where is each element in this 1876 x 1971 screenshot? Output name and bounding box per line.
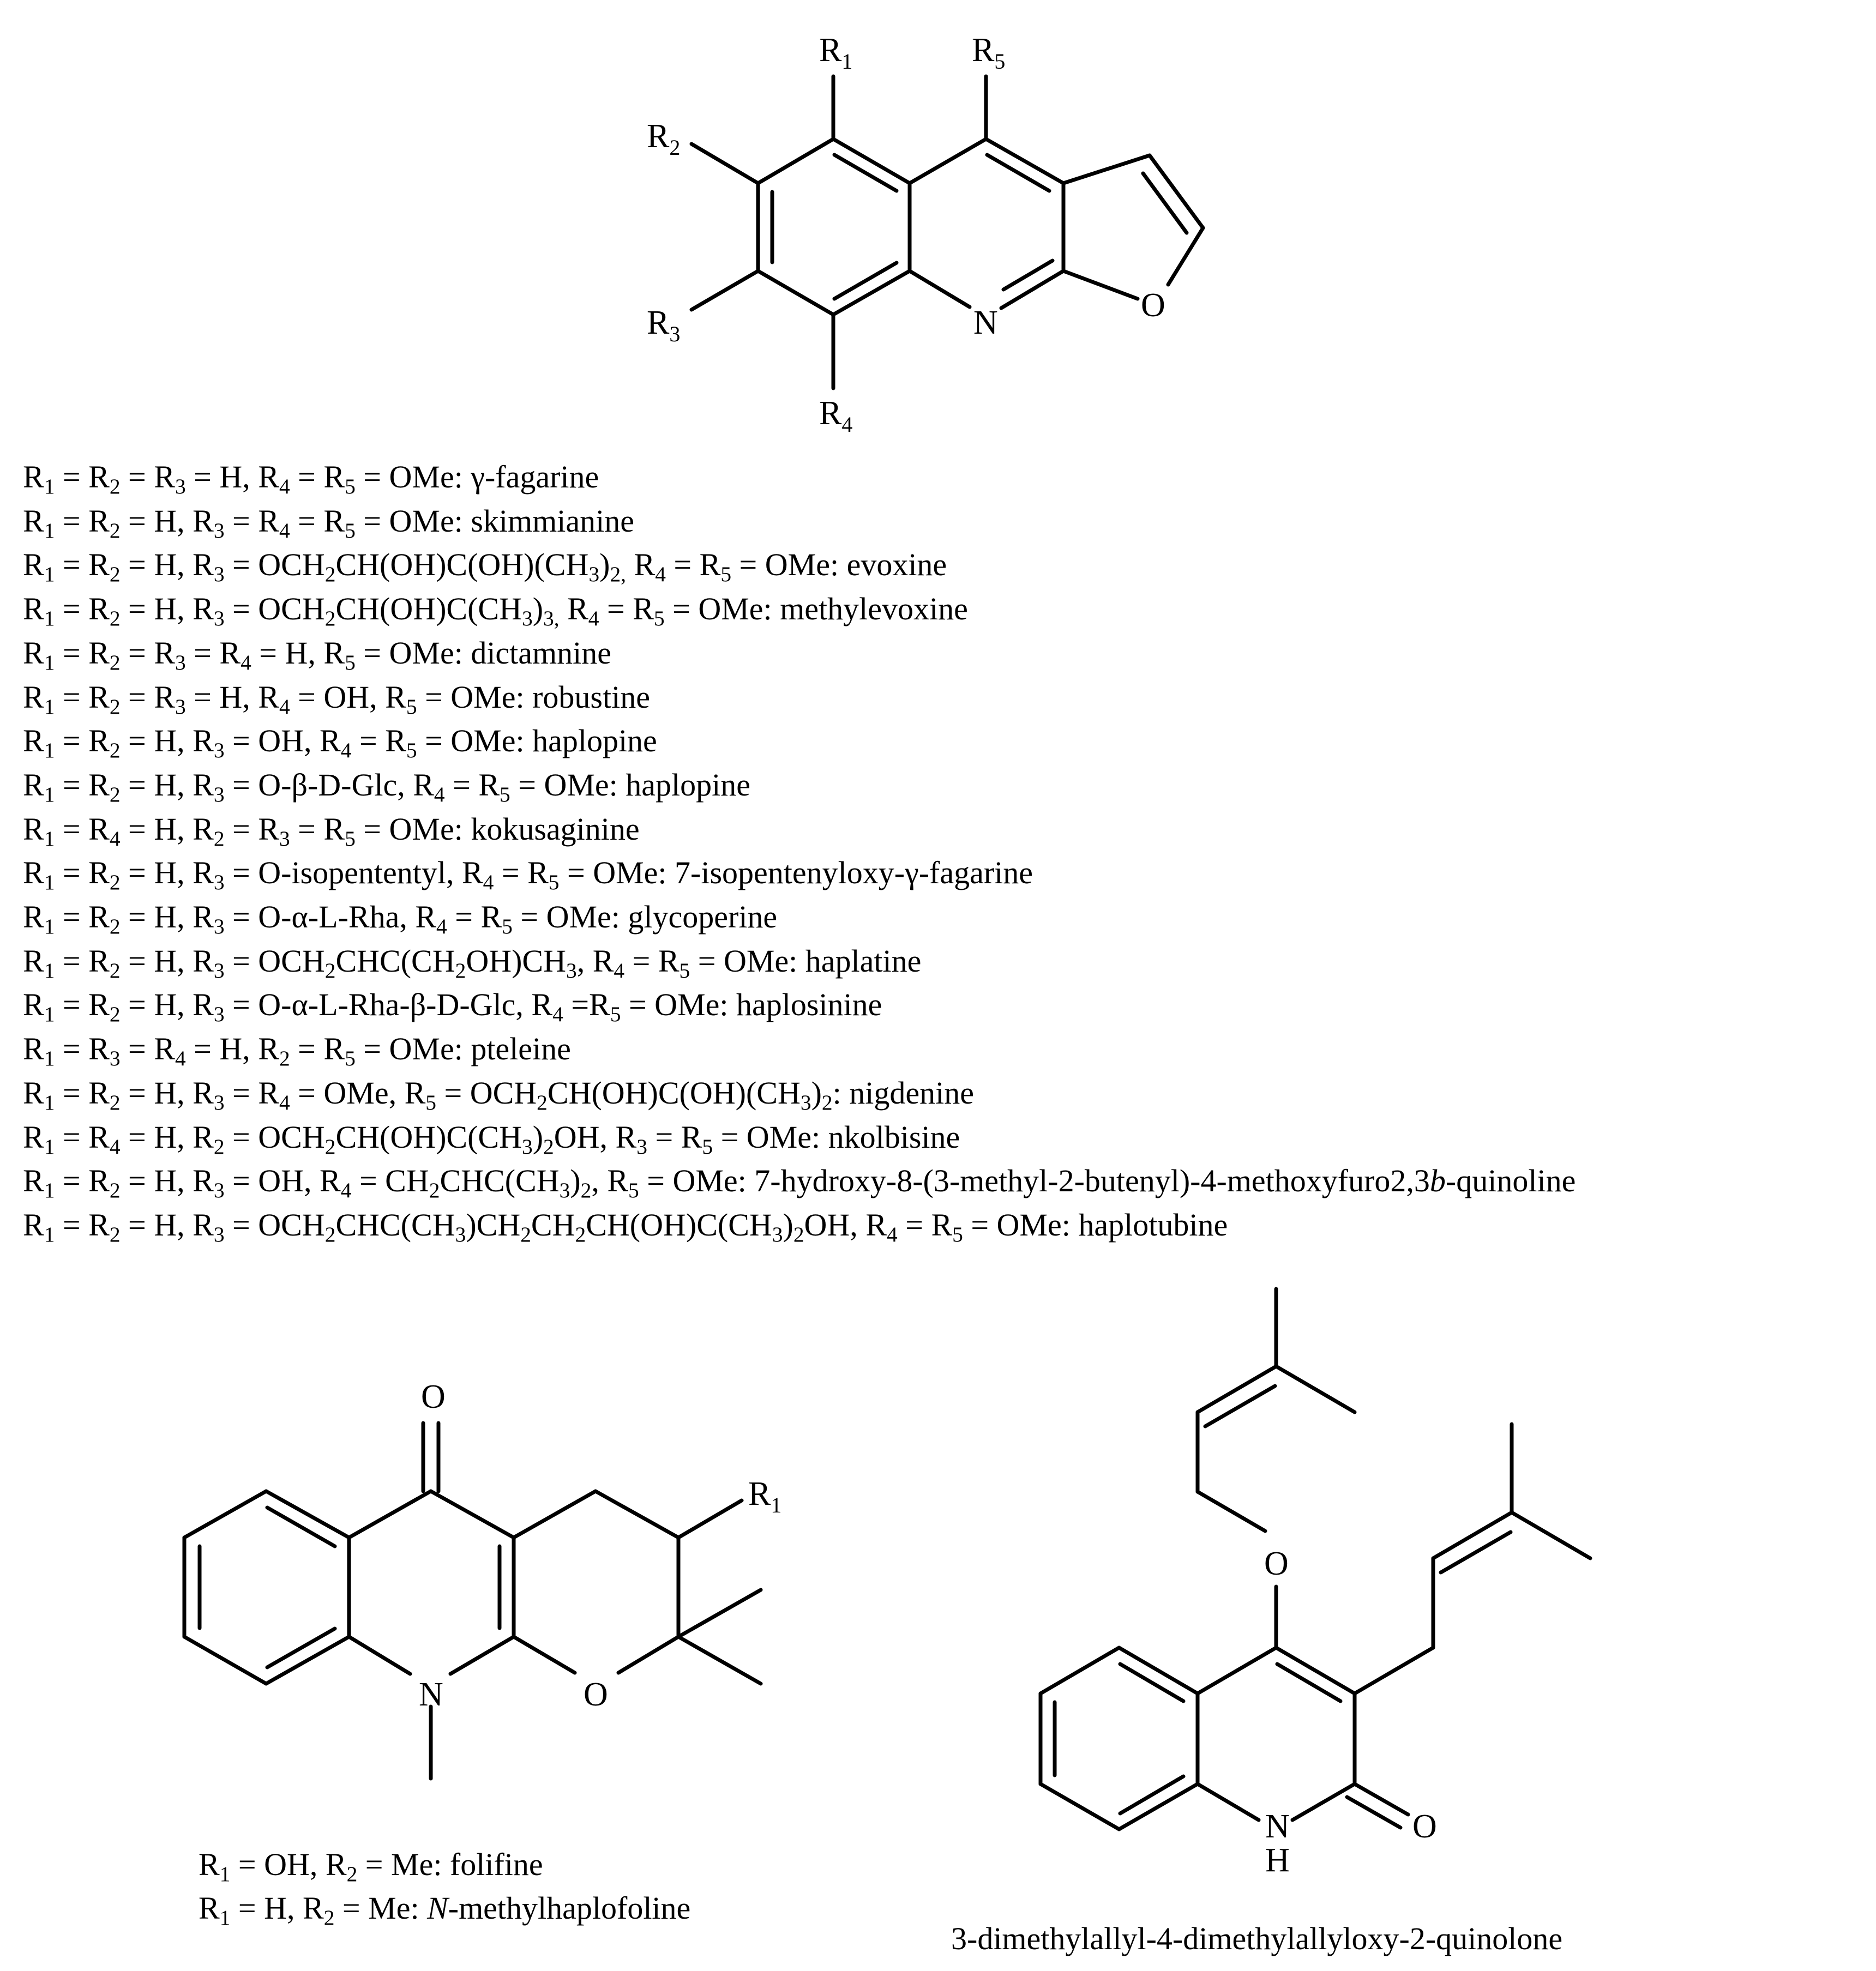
- furoquinoline-core-structure: R1 R5 R2 R3 R4 N O: [647, 32, 1205, 437]
- legend-row: R1 = R2 = H, R3 = OCH2CHC(CH2OH)CH3, R4 …: [23, 943, 922, 983]
- substituent-legend: R1 = R2 = R3 = H, R4 = R5 = OMe: γ-fagar…: [23, 455, 1576, 1247]
- legend-row: R1 = R2 = H, R3 = OH, R4 = CH2CHC(CH3)2,…: [23, 1163, 1576, 1203]
- ether-oxygen-label: O: [1264, 1545, 1289, 1582]
- legend-row: R1 = R2 = H, R3 = R4 = R5 = OMe: skimmia…: [23, 503, 634, 543]
- legend-row: R1 = R2 = H, R3 = R4 = OMe, R5 = OCH2CH(…: [23, 1075, 974, 1114]
- legend-row: R1 = R3 = R4 = H, R2 = R5 = OMe: ptelein…: [23, 1031, 571, 1071]
- substituent-label-r5: R5: [972, 32, 1005, 74]
- quinolone-caption: 3-dimethylallyl-4-dimethylallyloxy-2-qui…: [951, 1921, 1563, 1956]
- caption-line: R1 = H, R2 = Me: N-methylhaplofoline: [199, 1890, 691, 1930]
- legend-row: R1 = R2 = H, R3 = O-β-D-Glc, R4 = R5 = O…: [23, 767, 751, 806]
- ring-oxygen-label: O: [584, 1676, 608, 1713]
- legend-row: R1 = R4 = H, R2 = R3 = R5 = OMe: kokusag…: [23, 811, 640, 851]
- legend-row: R1 = R2 = H, R3 = O-α-L-Rha, R4 = R5 = O…: [23, 899, 778, 939]
- legend-row: R1 = R4 = H, R2 = OCH2CH(OH)C(CH3)2OH, R…: [23, 1119, 960, 1159]
- pyranoquinolone-structure: O N O R1: [182, 1378, 781, 1781]
- legend-row: R1 = R2 = H, R3 = OCH2CH(OH)C(OH)(CH3)2,…: [23, 547, 947, 587]
- substituent-label-r1: R1: [819, 32, 852, 74]
- ring-hydrogen-label: H: [1265, 1842, 1290, 1879]
- legend-row: R1 = R2 = H, R3 = OH, R4 = R5 = OMe: hap…: [23, 723, 657, 763]
- legend-row: R1 = R2 = H, R3 = O-α-L-Rha-β-D-Glc, R4 …: [23, 987, 882, 1027]
- ring-nitrogen-label: N: [419, 1676, 443, 1713]
- legend-row: R1 = R2 = H, R3 = O-isopententyl, R4 = R…: [23, 855, 1033, 895]
- carbonyl-oxygen-label: O: [1412, 1808, 1437, 1845]
- substituent-label-r2: R2: [647, 118, 680, 160]
- atom-label-n: N: [973, 304, 998, 341]
- quinolone-structure: O O N H: [1038, 1287, 1592, 1879]
- substituent-label-r4: R4: [819, 395, 852, 437]
- caption-line: R1 = OH, R2 = Me: folifine: [199, 1847, 543, 1886]
- pyranoquinolone-captions: R1 = OH, R2 = Me: folifine R1 = H, R2 = M…: [199, 1843, 690, 1930]
- legend-row: R1 = R2 = H, R3 = OCH2CH(OH)C(CH3)3, R4 …: [23, 591, 968, 631]
- ring-nitrogen-label: N: [1265, 1808, 1290, 1845]
- atom-label-o: O: [1141, 287, 1165, 324]
- legend-row: R1 = R2 = H, R3 = OCH2CHC(CH3)CH2CH2CH(O…: [23, 1207, 1228, 1246]
- legend-row: R1 = R2 = R3 = H, R4 = R5 = OMe: γ-fagar…: [23, 459, 599, 499]
- substituent-label-r1: R1: [748, 1475, 781, 1517]
- carbonyl-oxygen-label: O: [421, 1378, 446, 1415]
- legend-row: R1 = R2 = R3 = R4 = H, R5 = OMe: dictamn…: [23, 635, 612, 674]
- legend-row: R1 = R2 = R3 = H, R4 = OH, R5 = OMe: rob…: [23, 679, 650, 719]
- substituent-label-r3: R3: [647, 304, 680, 346]
